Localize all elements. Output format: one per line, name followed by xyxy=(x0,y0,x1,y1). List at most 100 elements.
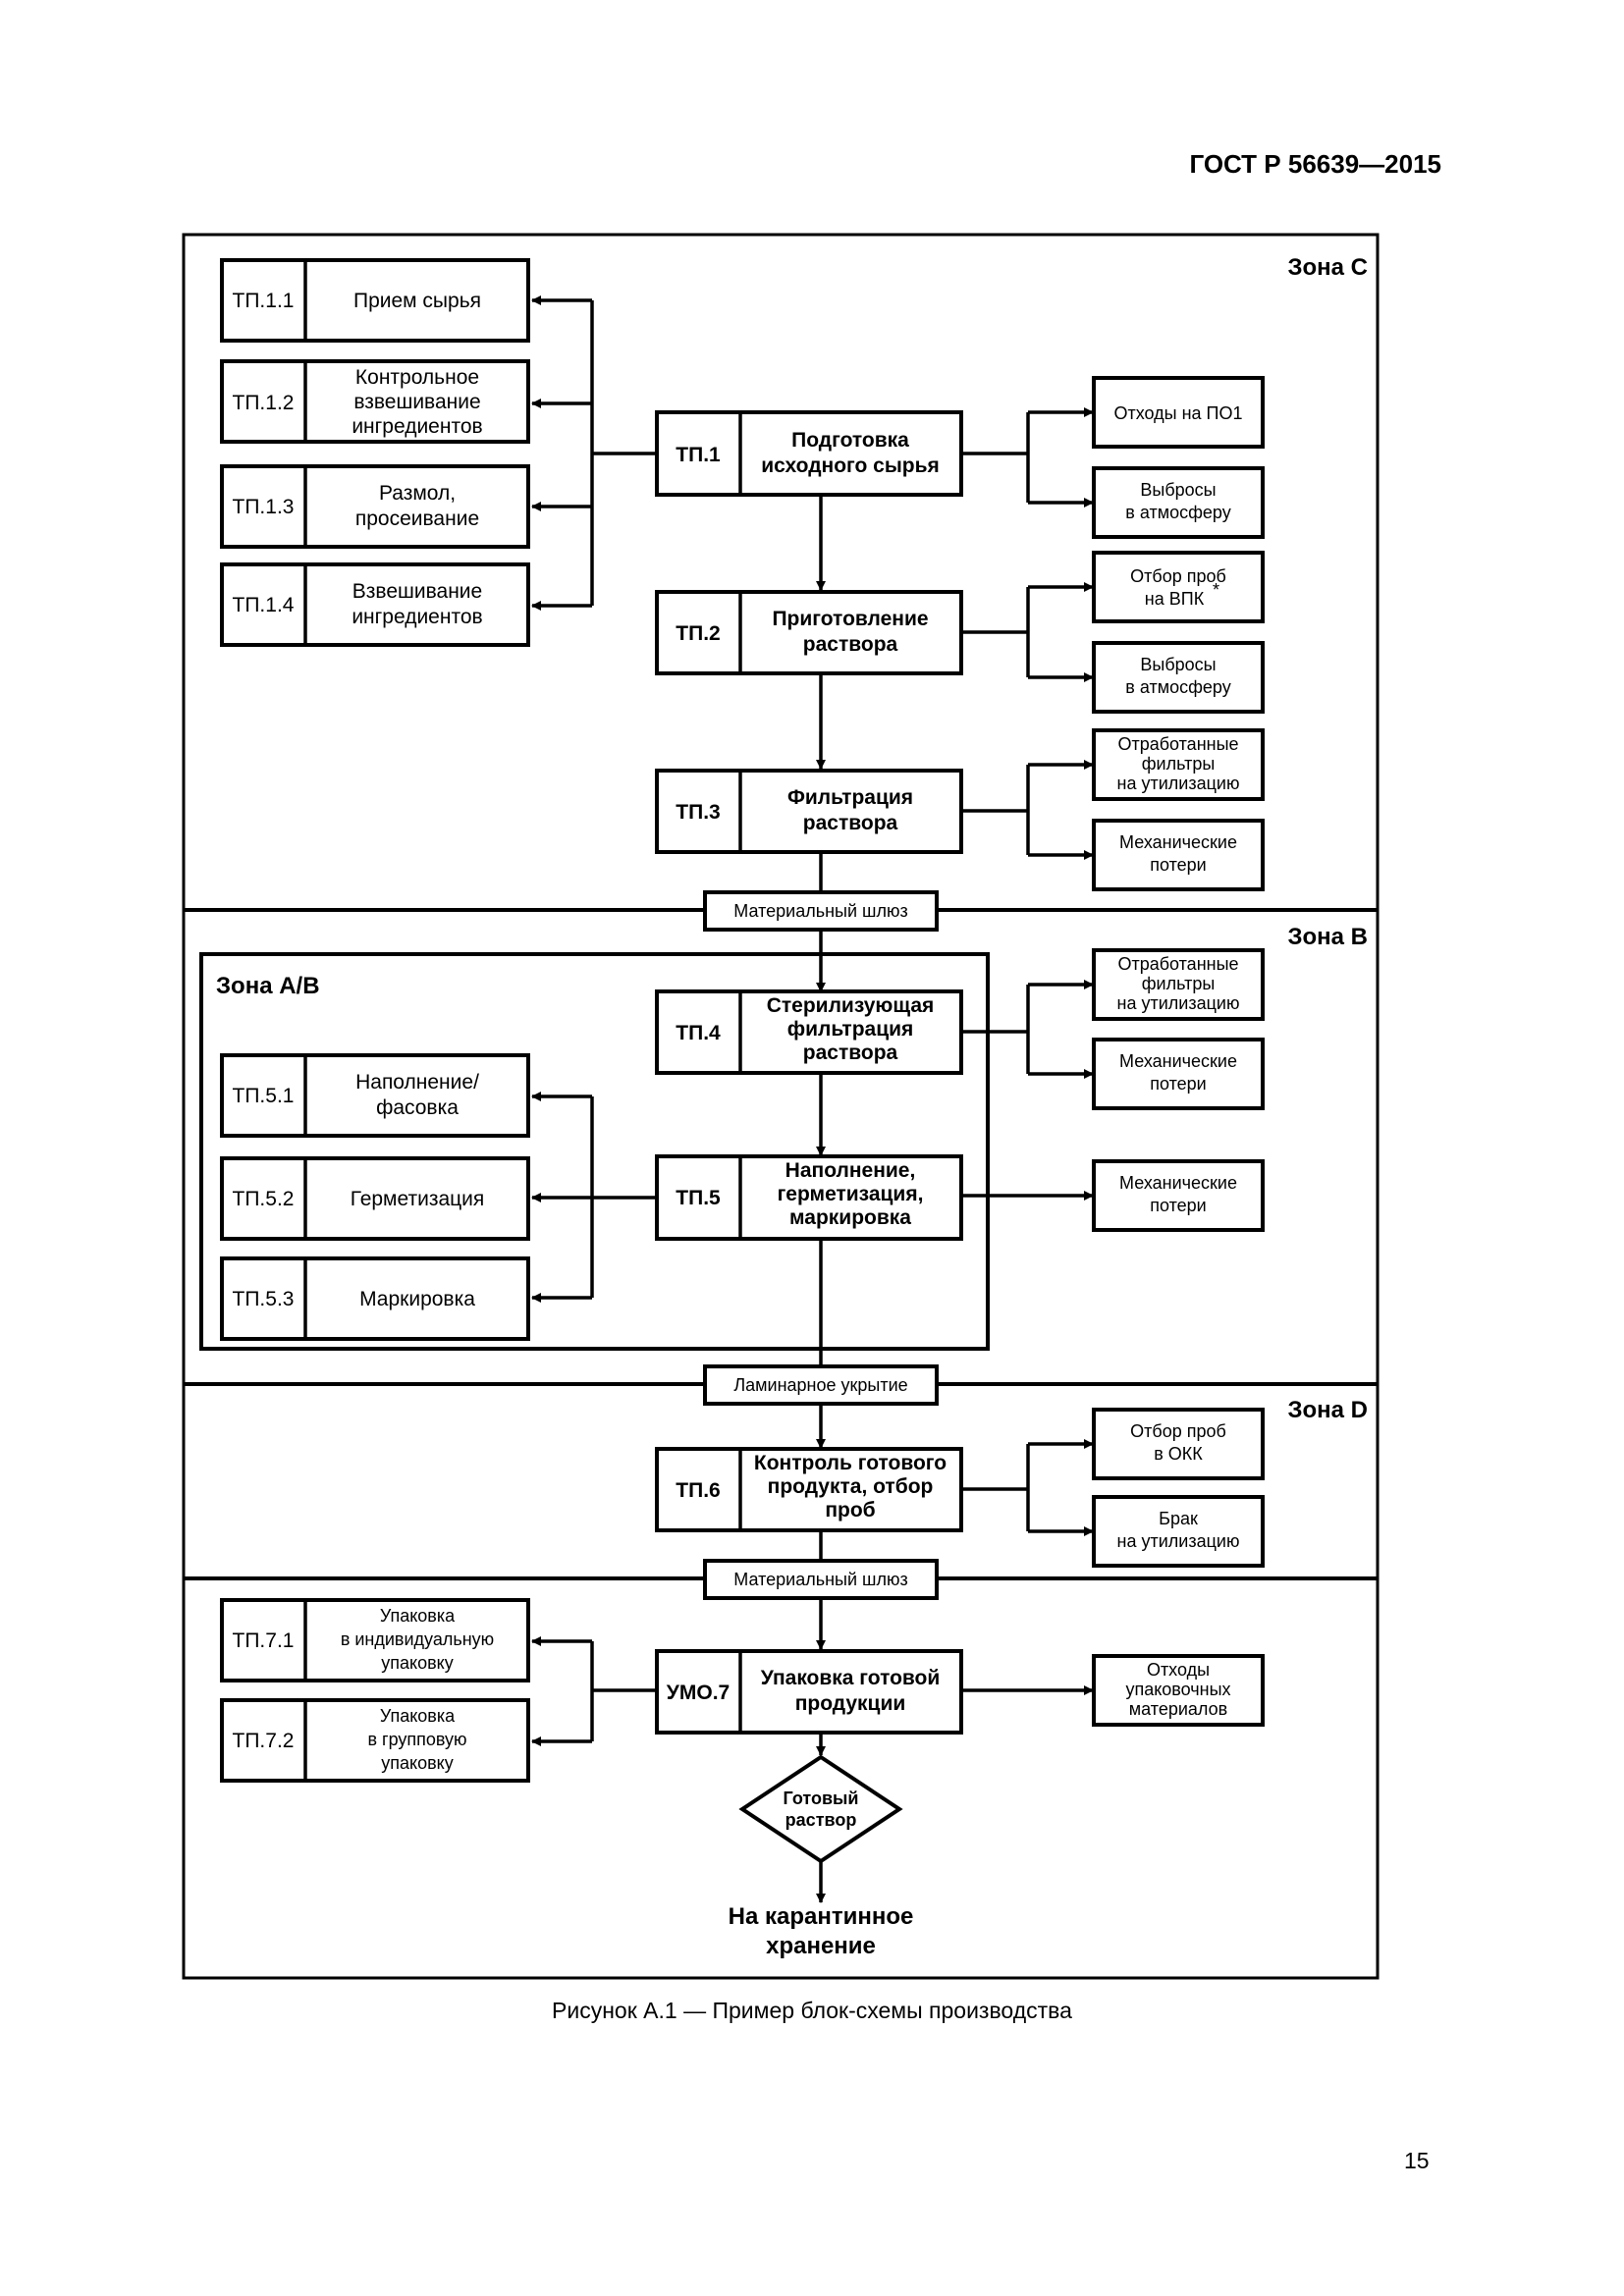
svg-text:потери: потери xyxy=(1150,1074,1206,1094)
svg-text:потери: потери xyxy=(1150,855,1206,875)
svg-text:Механические: Механические xyxy=(1119,1173,1237,1193)
output-mechanical-losses-2: Механические потери xyxy=(1092,1038,1265,1110)
svg-text:фильтры: фильтры xyxy=(1142,974,1216,993)
svg-text:Фильтрация: Фильтрация xyxy=(787,786,913,809)
svg-text:Отработанные: Отработанные xyxy=(1117,734,1238,754)
svg-text:материалов: материалов xyxy=(1129,1699,1227,1719)
zone-c-label: Зона С xyxy=(1287,254,1368,281)
svg-text:упаковку: упаковку xyxy=(381,1753,454,1773)
svg-text:Отбор проб: Отбор проб xyxy=(1130,1421,1226,1441)
svg-text:продукта, отбор: продукта, отбор xyxy=(768,1475,934,1498)
svg-text:маркировка: маркировка xyxy=(789,1206,911,1229)
svg-text:Отработанные: Отработанные xyxy=(1117,954,1238,974)
step-tp-2: ТП.2 Приготовление раствора xyxy=(655,590,963,675)
svg-text:Готовый: Готовый xyxy=(784,1789,859,1808)
svg-text:ТП.5.2: ТП.5.2 xyxy=(233,1188,295,1210)
svg-text:на утилизацию: на утилизацию xyxy=(1117,774,1240,793)
destination-quarantine-l1: На карантинное xyxy=(729,1903,914,1930)
figure-caption: Рисунок А.1 — Пример блок-схемы производ… xyxy=(552,1998,1072,2023)
svg-text:фасовка: фасовка xyxy=(376,1096,459,1119)
svg-text:раствора: раствора xyxy=(803,812,898,834)
svg-text:Маркировка: Маркировка xyxy=(359,1288,475,1310)
svg-text:проб: проб xyxy=(825,1499,875,1522)
svg-text:Упаковка: Упаковка xyxy=(380,1706,456,1726)
document-id: ГОСТ Р 56639—2015 xyxy=(1189,149,1441,179)
step-tp-1-1: ТП.1.1 Прием сырья xyxy=(220,258,530,343)
svg-text:ТП.2: ТП.2 xyxy=(676,622,720,645)
output-emissions-2: Выбросы в атмосферу xyxy=(1092,641,1265,714)
svg-text:герметизация,: герметизация, xyxy=(778,1183,924,1205)
svg-text:Отходы: Отходы xyxy=(1147,1660,1210,1680)
output-emissions-1: Выбросы в атмосферу xyxy=(1092,466,1265,539)
svg-text:ТП.1.1: ТП.1.1 xyxy=(233,290,295,312)
output-reject-disposal: Брак на утилизацию xyxy=(1092,1495,1265,1568)
svg-text:ТП.1.4: ТП.1.4 xyxy=(233,594,295,616)
svg-text:ТП.1.3: ТП.1.3 xyxy=(233,496,295,518)
zone-b-label: Зона В xyxy=(1287,924,1368,950)
page-number: 15 xyxy=(1404,2148,1430,2173)
output-sampling-okk: Отбор проб в ОКК xyxy=(1092,1408,1265,1480)
svg-text:в индивидуальную: в индивидуальную xyxy=(341,1629,494,1649)
step-tp-6: ТП.6 Контроль готового продукта, отбор п… xyxy=(655,1447,963,1532)
svg-text:Наполнение/: Наполнение/ xyxy=(355,1071,479,1094)
svg-text:ингредиентов: ингредиентов xyxy=(352,606,482,628)
step-tp-5-2: ТП.5.2 Герметизация xyxy=(220,1156,530,1241)
svg-text:Отбор проб: Отбор проб xyxy=(1130,566,1226,586)
svg-text:Упаковка готовой: Упаковка готовой xyxy=(761,1667,941,1689)
step-tp-5-1: ТП.5.1 Наполнение/ фасовка xyxy=(220,1053,530,1138)
output-sampling-vpk: Отбор проб на ВПК * xyxy=(1092,551,1265,623)
svg-text:Упаковка: Упаковка xyxy=(380,1606,456,1626)
svg-text:ТП.7.1: ТП.7.1 xyxy=(233,1629,295,1652)
svg-text:ТП.7.2: ТП.7.2 xyxy=(233,1730,295,1752)
zone-d-label: Зона D xyxy=(1287,1397,1368,1423)
svg-text:ТП.1.2: ТП.1.2 xyxy=(233,392,295,414)
svg-text:раствор: раствор xyxy=(785,1810,857,1830)
svg-text:на ВПК: на ВПК xyxy=(1145,589,1205,609)
svg-text:Прием сырья: Прием сырья xyxy=(353,290,481,312)
svg-text:Брак: Брак xyxy=(1159,1509,1198,1528)
svg-text:ТП.5: ТП.5 xyxy=(676,1187,721,1209)
svg-text:Выбросы: Выбросы xyxy=(1140,655,1216,674)
svg-text:раствора: раствора xyxy=(803,1041,898,1064)
svg-text:Стерилизующая: Стерилизующая xyxy=(767,994,935,1017)
gate-material-airlock-2: Материальный шлюз xyxy=(703,1559,939,1600)
svg-text:ТП.4: ТП.4 xyxy=(676,1022,721,1044)
svg-text:фильтры: фильтры xyxy=(1142,754,1216,774)
svg-text:потери: потери xyxy=(1150,1196,1206,1215)
output-spent-filters-1: Отработанные фильтры на утилизацию xyxy=(1092,728,1265,801)
svg-text:исходного сырья: исходного сырья xyxy=(761,454,940,477)
svg-text:на утилизацию: на утилизацию xyxy=(1117,993,1240,1013)
zone-ab-label: Зона А/В xyxy=(216,973,320,999)
svg-text:Приготовление: Приготовление xyxy=(772,608,928,630)
decision-finished-solution: Готовый раствор xyxy=(738,1754,903,1864)
svg-text:на утилизацию: на утилизацию xyxy=(1117,1531,1240,1551)
svg-text:Подготовка: Подготовка xyxy=(791,429,909,452)
svg-text:ТП.3: ТП.3 xyxy=(676,801,720,824)
svg-text:УМО.7: УМО.7 xyxy=(667,1682,730,1704)
svg-text:ТП.5.3: ТП.5.3 xyxy=(233,1288,295,1310)
svg-text:в ОКК: в ОКК xyxy=(1154,1444,1203,1464)
output-spent-filters-2: Отработанные фильтры на утилизацию xyxy=(1092,948,1265,1021)
svg-text:*: * xyxy=(1213,580,1219,600)
svg-text:в групповую: в групповую xyxy=(367,1730,466,1749)
svg-text:Размол,: Размол, xyxy=(379,482,456,505)
svg-text:упаковку: упаковку xyxy=(381,1653,454,1673)
zone-ab-frame xyxy=(199,952,990,1351)
svg-text:Выбросы: Выбросы xyxy=(1140,480,1216,500)
output-waste-po1: Отходы на ПО1 xyxy=(1092,376,1265,449)
svg-text:Контроль готового: Контроль готового xyxy=(754,1452,947,1474)
svg-text:в атмосферу: в атмосферу xyxy=(1125,503,1230,522)
svg-text:Герметизация: Герметизация xyxy=(351,1188,485,1210)
step-tp-1-3: ТП.1.3 Размол, просеивание xyxy=(220,464,530,549)
destination-quarantine-l2: хранение xyxy=(766,1933,876,1959)
step-tp-3: ТП.3 Фильтрация раствора xyxy=(655,769,963,854)
outer-frame xyxy=(182,233,1380,1980)
step-tp-7-1: ТП.7.1 Упаковка в индивидуальную упаковк… xyxy=(220,1598,530,1682)
svg-text:ингредиентов: ингредиентов xyxy=(352,415,482,438)
svg-text:в атмосферу: в атмосферу xyxy=(1125,677,1230,697)
step-tp-4: ТП.4 Стерилизующая фильтрация раствора xyxy=(655,989,963,1075)
svg-text:Механические: Механические xyxy=(1119,1051,1237,1071)
svg-text:Наполнение,: Наполнение, xyxy=(785,1159,916,1182)
svg-text:ТП.1: ТП.1 xyxy=(676,444,721,466)
